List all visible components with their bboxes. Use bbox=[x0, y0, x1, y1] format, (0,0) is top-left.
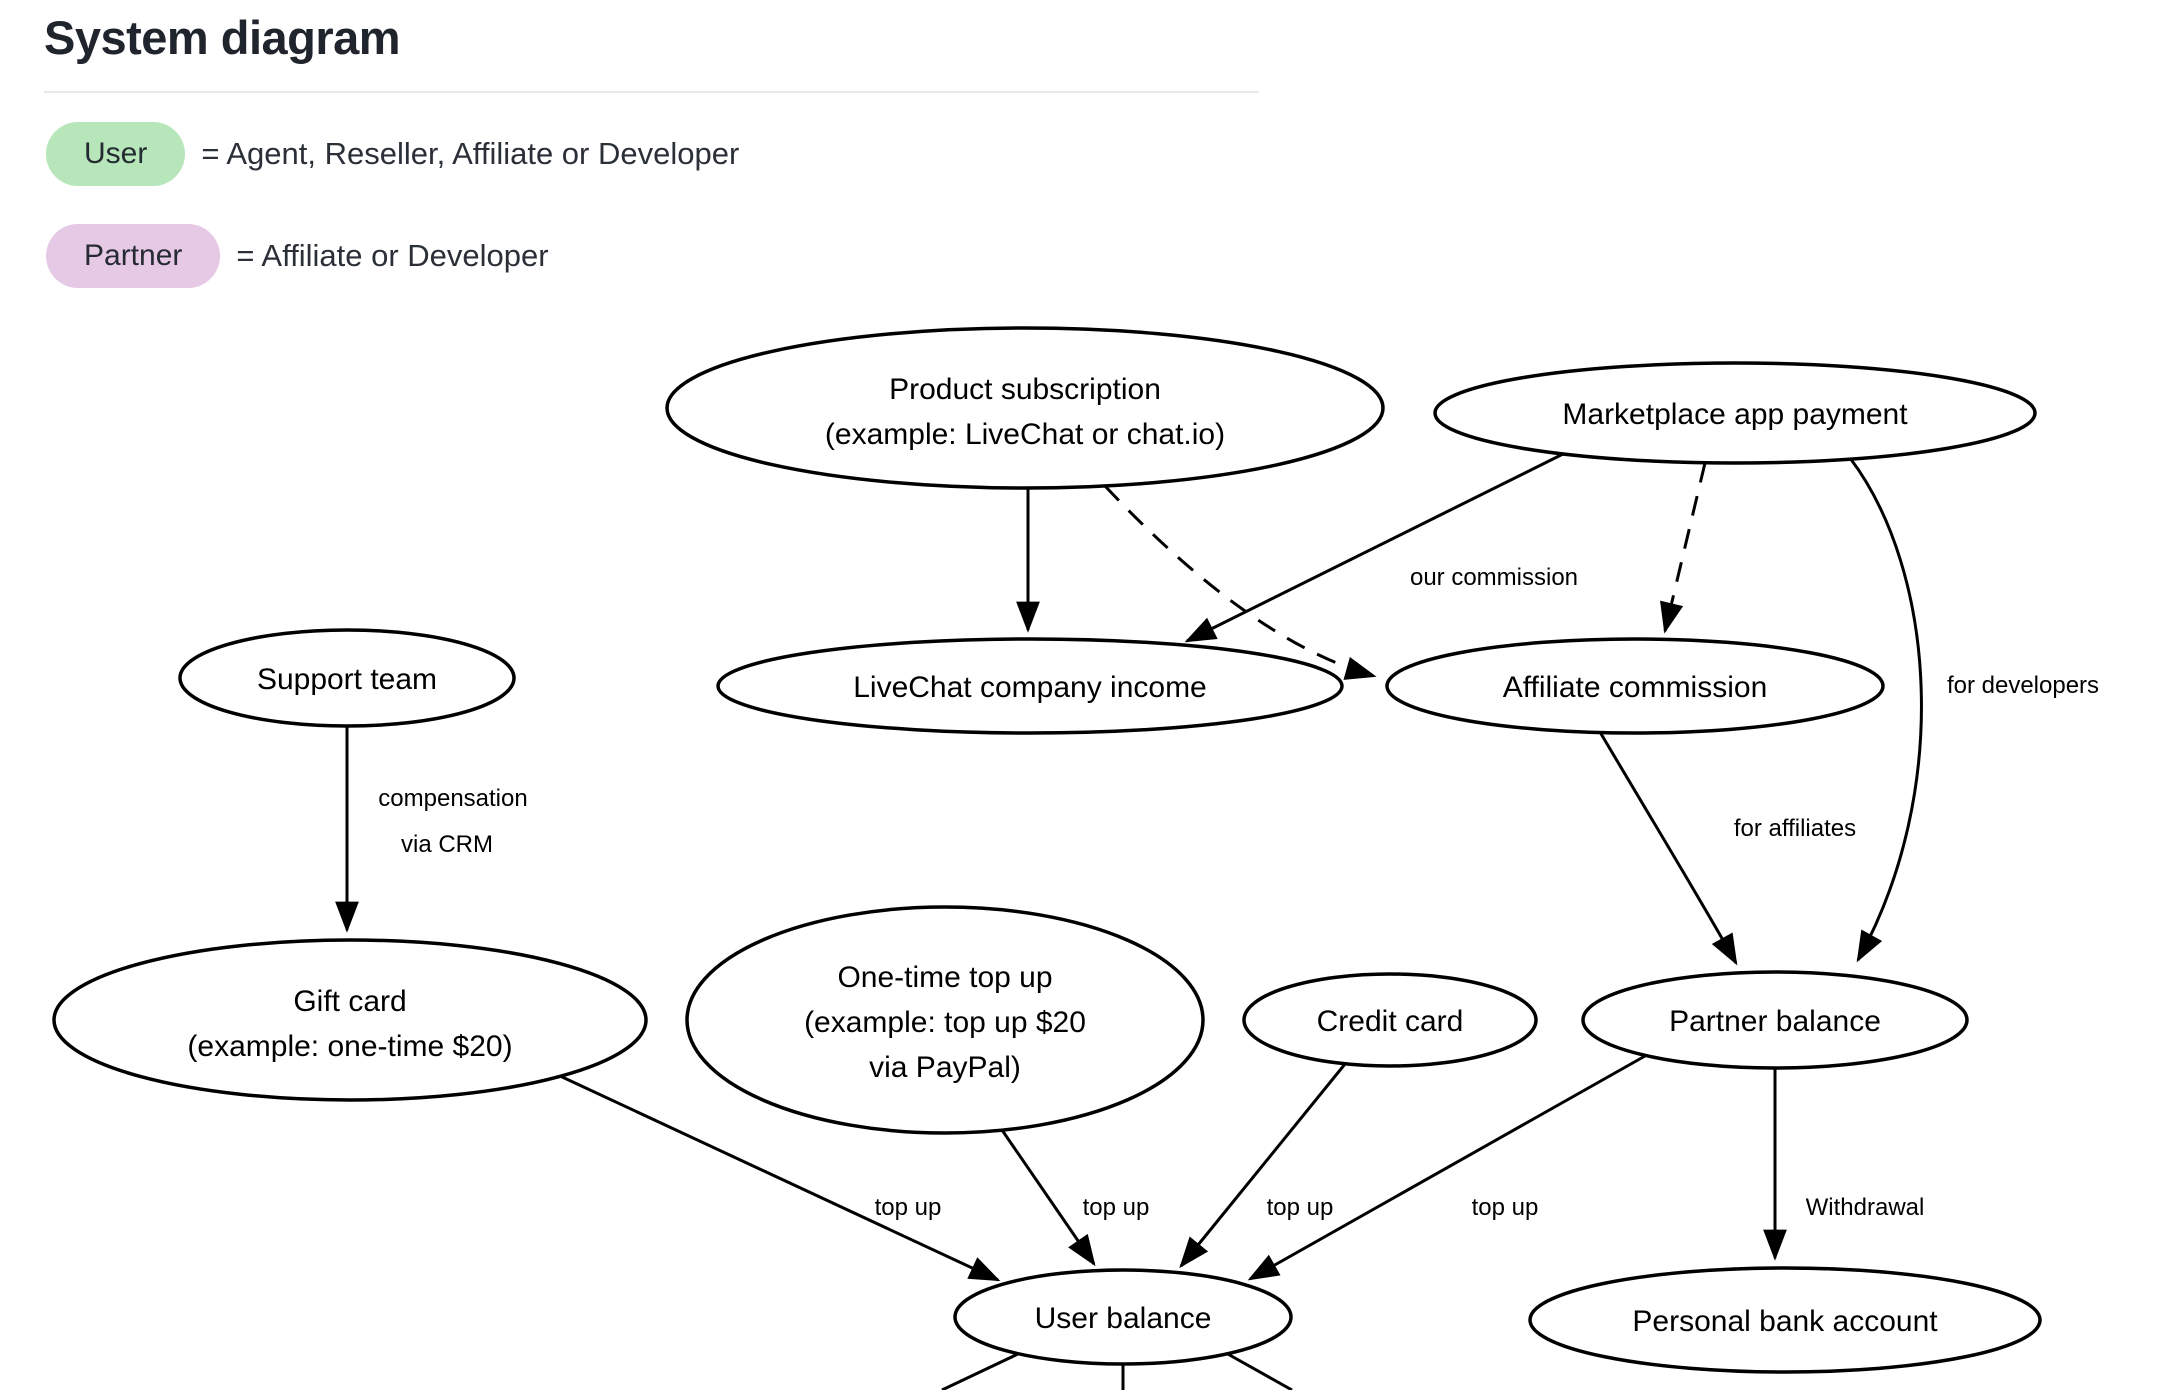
node-marketplace-app-payment: Marketplace app payment bbox=[1433, 361, 2037, 465]
partner-pill: Partner bbox=[46, 224, 221, 288]
support-team-label: Support team bbox=[257, 663, 437, 696]
edge-product-to-affiliate-dashed bbox=[1103, 484, 1377, 680]
edge-userbalance-out-right bbox=[1225, 1351, 1293, 1390]
user-pill: User bbox=[46, 122, 186, 186]
page-header: System diagram bbox=[44, 10, 1259, 93]
node-personal-bank-account: Personal bank account bbox=[1528, 1266, 2042, 1374]
legend: User = Agent, Reseller, Affiliate or Dev… bbox=[46, 122, 739, 326]
edge-onetime-to-userbalance bbox=[1000, 1129, 1096, 1267]
partner-balance-label: Partner balance bbox=[1669, 1005, 1881, 1038]
product-subscription-ellipse bbox=[665, 326, 1385, 490]
edge-label-for-developers: for developers bbox=[1947, 672, 2099, 699]
edge-label-top-up-3: top up bbox=[1267, 1194, 1334, 1221]
edge-giftcard-to-userbalance bbox=[559, 1074, 1001, 1282]
edge-label-top-up-4: top up bbox=[1472, 1194, 1539, 1221]
edge-marketplace-to-income bbox=[1184, 451, 1566, 643]
node-affiliate-commission: Affiliate commission bbox=[1385, 637, 1885, 735]
edge-label-withdrawal: Withdrawal bbox=[1806, 1194, 1925, 1221]
edge-affiliate-to-partner bbox=[1598, 731, 1738, 966]
edge-marketplace-to-partner bbox=[1848, 457, 1923, 963]
livechat-company-income-ellipse bbox=[716, 637, 1344, 735]
affiliate-commission-ellipse bbox=[1385, 637, 1885, 735]
legend-item-user: User = Agent, Reseller, Affiliate or Dev… bbox=[46, 122, 739, 186]
product-subscription-label-line1: Product subscription bbox=[889, 373, 1161, 406]
edge-label-compensation-line1: compensation bbox=[378, 785, 527, 812]
product-subscription-label-line2: (example: LiveChat or chat.io) bbox=[825, 418, 1225, 451]
marketplace-app-payment-label: Marketplace app payment bbox=[1562, 398, 1908, 431]
edge-userbalance-out-left bbox=[941, 1351, 1021, 1390]
edge-label-our-commission: our commission bbox=[1410, 564, 1578, 591]
one-time-top-up-label-line1: One-time top up bbox=[837, 961, 1052, 994]
edge-creditcard-to-userbalance bbox=[1179, 1063, 1347, 1269]
node-support-team: Support team bbox=[178, 628, 516, 728]
edge-marketplace-to-affiliate-dashed bbox=[1660, 462, 1707, 634]
one-time-top-up-label-line3: via PayPal) bbox=[869, 1051, 1021, 1084]
user-balance-ellipse bbox=[953, 1268, 1293, 1366]
edge-label-for-affiliates: for affiliates bbox=[1734, 815, 1856, 842]
credit-card-ellipse bbox=[1242, 972, 1538, 1068]
edge-partner-to-userbalance bbox=[1247, 1054, 1646, 1281]
gift-card-label-line1: Gift card bbox=[293, 985, 406, 1018]
edge-label-top-up-1: top up bbox=[875, 1194, 942, 1221]
node-livechat-company-income: LiveChat company income bbox=[716, 637, 1344, 735]
node-gift-card: Gift card (example: one-time $20) bbox=[52, 938, 648, 1102]
legend-item-partner: Partner = Affiliate or Developer bbox=[46, 224, 739, 288]
credit-card-label: Credit card bbox=[1317, 1005, 1464, 1038]
node-credit-card: Credit card bbox=[1242, 972, 1538, 1068]
user-balance-label: User balance bbox=[1035, 1302, 1212, 1335]
node-user-balance: User balance bbox=[953, 1268, 1293, 1366]
edge-label-top-up-2: top up bbox=[1083, 1194, 1150, 1221]
node-one-time-top-up: One-time top up (example: top up $20 via… bbox=[685, 905, 1205, 1135]
personal-bank-account-ellipse bbox=[1528, 1266, 2042, 1374]
one-time-top-up-label-line2: (example: top up $20 bbox=[804, 1006, 1086, 1039]
edge-label-compensation-line2: via CRM bbox=[401, 831, 493, 858]
title-divider bbox=[44, 91, 1259, 93]
gift-card-label-line2: (example: one-time $20) bbox=[187, 1030, 512, 1063]
node-product-subscription: Product subscription (example: LiveChat … bbox=[665, 326, 1385, 490]
personal-bank-account-label: Personal bank account bbox=[1632, 1305, 1938, 1338]
support-team-ellipse bbox=[178, 628, 516, 728]
page-title: System diagram bbox=[44, 11, 401, 64]
partner-description: = Affiliate or Developer bbox=[236, 238, 549, 273]
node-partner-balance: Partner balance bbox=[1581, 970, 1969, 1070]
user-description: = Agent, Reseller, Affiliate or Develope… bbox=[201, 136, 740, 171]
affiliate-commission-label: Affiliate commission bbox=[1503, 671, 1768, 704]
livechat-company-income-label: LiveChat company income bbox=[853, 671, 1207, 704]
gift-card-ellipse bbox=[52, 938, 648, 1102]
partner-balance-ellipse bbox=[1581, 970, 1969, 1070]
one-time-top-up-ellipse bbox=[685, 905, 1205, 1135]
marketplace-app-payment-ellipse bbox=[1433, 361, 2037, 465]
